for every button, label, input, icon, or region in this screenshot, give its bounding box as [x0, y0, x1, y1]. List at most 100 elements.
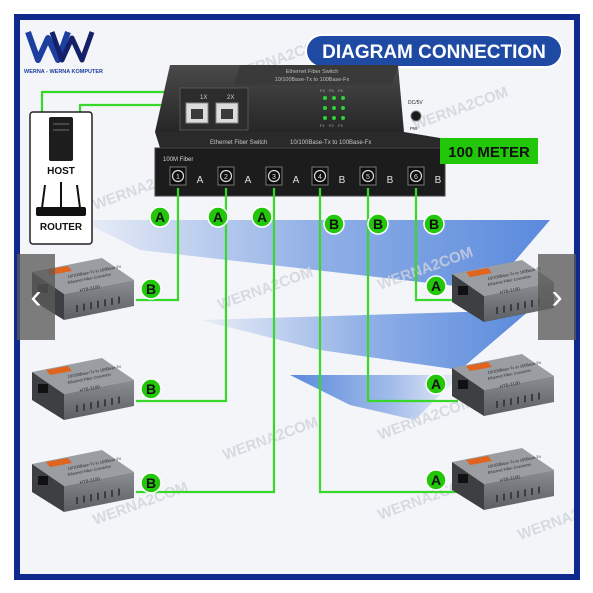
- logo-mark-icon: [49, 31, 95, 63]
- page-title: DIAGRAM CONNECTION: [322, 42, 546, 63]
- converter-model: HTB-3100: [499, 474, 521, 483]
- port-letter: A: [293, 175, 300, 186]
- carousel-prev-button[interactable]: ‹: [17, 254, 55, 340]
- svg-text:B: B: [329, 216, 339, 232]
- chevron-right-icon: ›: [551, 278, 563, 316]
- port-number-ring: [409, 169, 423, 183]
- svg-text:B: B: [146, 281, 156, 297]
- port-letter: B: [387, 175, 394, 186]
- converter-port-icon: [38, 476, 48, 485]
- led-label: F2: [329, 123, 334, 128]
- switch-port-label-badge: B: [423, 213, 445, 235]
- converter-model: HTB-3100: [79, 384, 101, 393]
- logo-text: WERNA - WERNA KOMPUTER: [24, 69, 103, 75]
- led-label: F1: [320, 123, 325, 128]
- switch-port-label-badge: A: [149, 206, 171, 228]
- switch-front-sublabel: 10/100Base-Tx to 100Base-Fx: [290, 140, 371, 146]
- host-device: HOST ROUTER: [29, 111, 93, 245]
- converter-right-label-badge: A: [425, 275, 447, 297]
- converter-model: HTB-3100: [499, 286, 521, 295]
- led-label: F4: [320, 88, 325, 93]
- port-number: 6: [414, 174, 418, 181]
- title-badge: DIAGRAM CONNECTION: [305, 34, 563, 68]
- fiber-switch: Ethernet Fiber Switch 10/100Base-Tx to 1…: [154, 65, 446, 197]
- led-label: F6: [338, 88, 343, 93]
- switch-top-label: Ethernet Fiber Switch: [286, 69, 339, 75]
- host-label: HOST: [47, 166, 75, 177]
- converter-left-label-badge: B: [140, 278, 162, 300]
- fiber-label: 100M Fiber: [163, 157, 193, 163]
- power-jack-icon: [410, 110, 422, 122]
- port-letter: A: [197, 175, 204, 186]
- led-label: F3: [338, 123, 343, 128]
- port-letter: A: [245, 175, 252, 186]
- connection-badges: A A A B B B B B B A A A: [140, 206, 447, 494]
- port-number: 2: [224, 174, 228, 181]
- port-number: 1: [176, 174, 180, 181]
- switch-port-label-badge: B: [323, 213, 345, 235]
- brand-logo: WERNA - WERNA KOMPUTER: [24, 30, 103, 75]
- svg-text:A: A: [431, 472, 441, 488]
- carousel-next-button[interactable]: ›: [538, 254, 576, 340]
- svg-text:A: A: [257, 209, 267, 225]
- converter-brand-badge: [46, 458, 72, 467]
- svg-text:B: B: [146, 475, 156, 491]
- port-number: 3: [272, 174, 276, 181]
- router-label: ROUTER: [40, 222, 83, 233]
- svg-text:A: A: [431, 278, 441, 294]
- converter-model: HTB-3100: [79, 284, 101, 293]
- converter-brand-badge: [46, 366, 72, 375]
- light-beam: [290, 375, 460, 420]
- svg-text:B: B: [146, 381, 156, 397]
- chevron-left-icon: ‹: [30, 278, 42, 316]
- rj45-label-1: 1X: [200, 95, 207, 101]
- logo-mark-icon: [25, 30, 71, 63]
- switch-port-label-badge: A: [207, 206, 229, 228]
- fiber-cables: [136, 188, 458, 494]
- port-number-ring: [171, 169, 185, 183]
- watermark-text: WERNA2COM: [221, 414, 321, 464]
- light-beam: [80, 220, 550, 290]
- converter-model: HTB-3100: [79, 476, 101, 485]
- converter-port-icon: [458, 474, 468, 483]
- converter-left-label-badge: B: [140, 472, 162, 494]
- port-number-ring: [267, 169, 281, 183]
- port-number: 4: [318, 174, 322, 181]
- power-sublabel: PW: [410, 126, 418, 131]
- port-letter: B: [339, 175, 346, 186]
- port-number: 5: [366, 174, 370, 181]
- watermark-text: WERNA2COM: [216, 264, 316, 314]
- led-label: F5: [329, 88, 334, 93]
- svg-text:B: B: [373, 216, 383, 232]
- converter-port-icon: [458, 380, 468, 389]
- power-label: DC/5V: [408, 100, 423, 106]
- light-beam: [200, 310, 530, 370]
- connection-diagram: WERNA2COM WERNA2COM WERNA2COM WERNA2COM …: [24, 30, 574, 544]
- converter-brand-badge: [466, 362, 492, 371]
- port-letter: B: [435, 175, 442, 186]
- watermark-text: WERNA2COM: [411, 84, 511, 134]
- converter-model: HTB-3100: [499, 380, 521, 389]
- converter-brand-badge: [466, 456, 492, 465]
- svg-text:A: A: [155, 209, 165, 225]
- converter-right-label-badge: A: [425, 373, 447, 395]
- switch-port-label-badge: A: [251, 206, 273, 228]
- svg-text:A: A: [431, 376, 441, 392]
- svg-text:B: B: [429, 216, 439, 232]
- port-number-ring: [313, 169, 327, 183]
- converter-right-label-badge: A: [425, 469, 447, 491]
- converter-port-icon: [458, 286, 468, 295]
- status-leds: F1 F2 F3 F4 F5 F6: [320, 88, 345, 128]
- host-computer-icon: [49, 117, 73, 161]
